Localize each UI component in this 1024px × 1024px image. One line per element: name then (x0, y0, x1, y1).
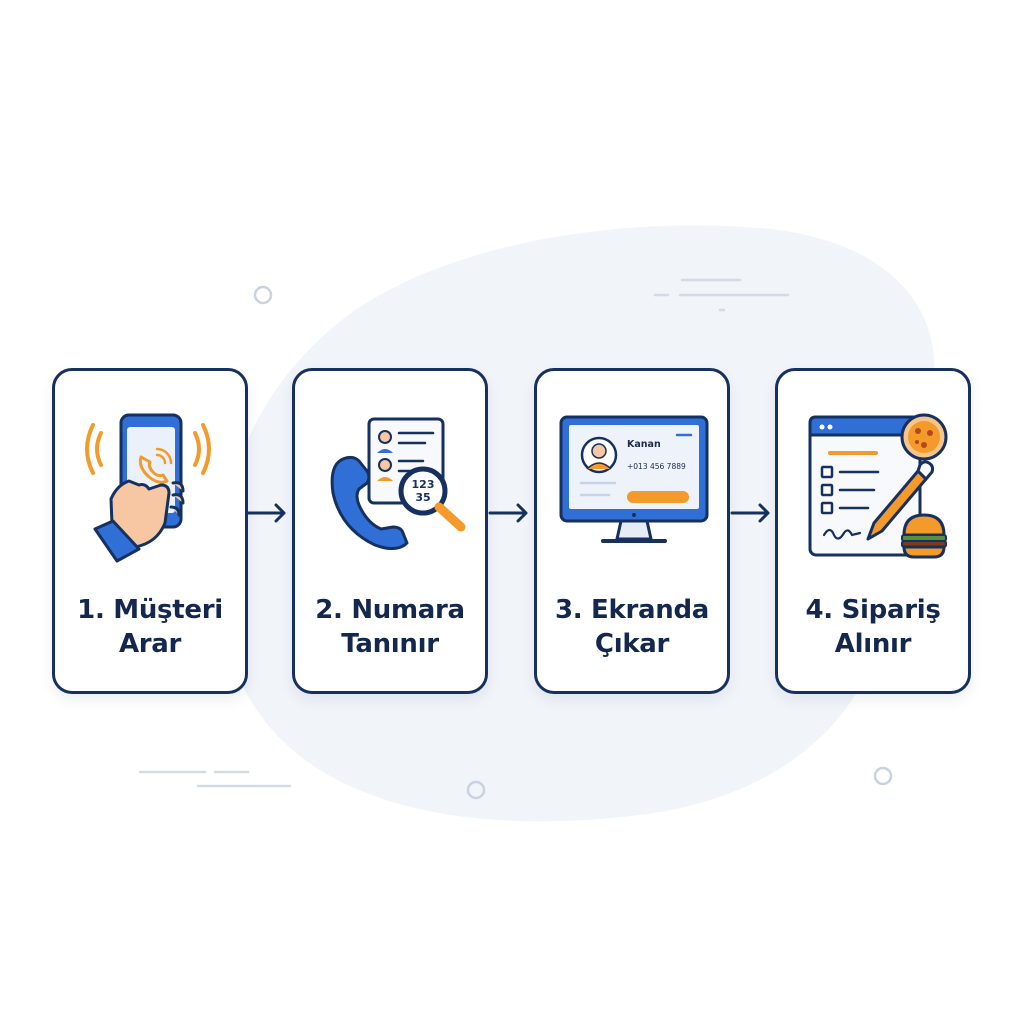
magnifier-number-2: 35 (415, 491, 430, 504)
screen-customer-phone: +013 456 7889 (627, 462, 686, 471)
screen-customer-name: Kanan (627, 439, 661, 450)
phone-ringing-hand-icon (85, 413, 211, 563)
arrow-icon (730, 503, 770, 523)
decor-circle (873, 766, 893, 786)
monitor-profile-icon: Kanan +013 456 7889 (559, 415, 709, 543)
caller-id-search-icon: 123 35 (330, 417, 466, 550)
magnifier-number-1: 123 (412, 478, 435, 491)
order-form-food-icon (808, 413, 948, 559)
decor-circle (466, 780, 486, 800)
arrow-icon (246, 503, 286, 523)
decor-circle (253, 285, 273, 305)
decor-lines (138, 278, 790, 788)
arrow-icon (488, 503, 528, 523)
